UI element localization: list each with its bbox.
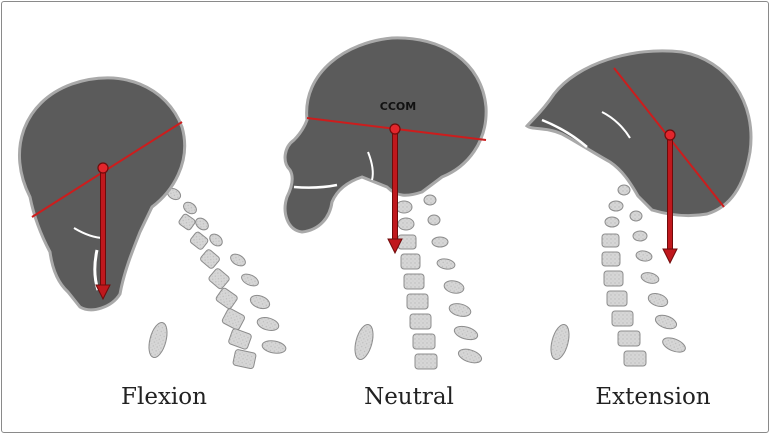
ccom-label: CCOM	[379, 100, 417, 113]
caption-neutral: Neutral	[364, 384, 454, 410]
neutral-cervical-spine	[354, 194, 483, 370]
caption-extension: Extension	[595, 384, 711, 410]
neutral-panel	[283, 36, 488, 370]
flexion-panel	[17, 76, 287, 370]
flexion-cervical-spine	[148, 187, 287, 370]
extension-panel	[524, 49, 753, 367]
extension-cervical-spine	[550, 184, 686, 367]
caption-flexion: Flexion	[121, 384, 207, 410]
extension-skull	[524, 49, 753, 218]
neutral-skull	[283, 36, 488, 234]
extension-ccom-arrow	[662, 129, 678, 265]
neutral-ccom-arrow	[387, 123, 403, 255]
flexion-ccom-arrow	[95, 162, 111, 301]
